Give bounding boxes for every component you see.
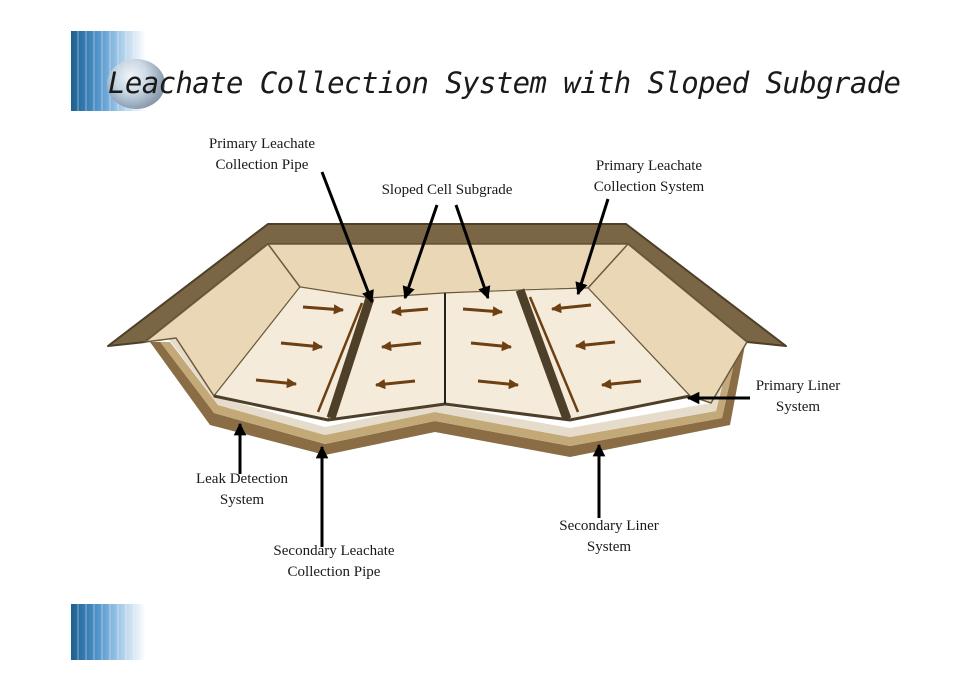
label-primary-leachate-system: Primary Leachate Collection System — [594, 156, 704, 198]
soil-layer-bottom — [150, 342, 745, 457]
label-line: Sloped Cell Subgrade — [381, 182, 513, 198]
label-line: System — [775, 399, 821, 415]
left-trench-wall — [326, 296, 375, 420]
flow-arrow — [462, 306, 504, 317]
pointer-subgrade-left — [402, 204, 439, 300]
flow-arrow — [255, 378, 298, 389]
flow-arrow — [374, 378, 416, 390]
pointer-subgrade-right — [454, 204, 491, 300]
label-sloped-cell-subgrade: Sloped Cell Subgrade — [382, 180, 513, 201]
label-line: Secondary Leachate — [273, 543, 395, 559]
label-line: Collection System — [593, 179, 705, 195]
label-secondary-liner-system: Secondary Liner System — [559, 516, 659, 558]
label-primary-liner-system: Primary Liner System — [756, 376, 841, 418]
right-trench-wall — [515, 288, 572, 421]
label-line: Leak Detection — [195, 471, 289, 487]
label-line: Collection Pipe — [215, 157, 309, 173]
flow-arrow — [477, 379, 520, 390]
label-line: Collection Pipe — [287, 564, 381, 580]
wall-edge-left — [267, 243, 301, 288]
slide-title: Leachate Collection System with Sloped S… — [108, 66, 901, 100]
footer-decoration-bar — [71, 604, 146, 660]
primary-pipe-right — [528, 296, 580, 413]
flow-arrow — [550, 302, 592, 314]
label-primary-leachate-pipe: Primary Leachate Collection Pipe — [209, 134, 315, 176]
flow-arrow — [380, 340, 422, 352]
label-leak-detection-system: Leak Detection System — [196, 469, 288, 511]
label-line: System — [219, 492, 265, 508]
flow-arrow — [390, 306, 429, 317]
wall-edge-right — [587, 243, 629, 289]
label-line: Secondary Liner — [559, 518, 659, 534]
pointer-primary-pipe — [320, 171, 374, 304]
label-line: Primary Leachate — [208, 136, 316, 152]
flow-arrow — [600, 378, 642, 390]
label-line: Primary Leachate — [595, 158, 703, 174]
flow-arrow — [470, 341, 513, 352]
flow-arrow — [574, 339, 616, 351]
flow-arrow — [302, 304, 345, 315]
pointer-primary-system — [575, 198, 610, 296]
primary-pipe-left — [316, 302, 364, 413]
globe-logo — [107, 59, 165, 109]
label-line: System — [586, 539, 632, 555]
label-secondary-leachate-pipe: Secondary Leachate Collection Pipe — [273, 541, 394, 583]
flow-arrow — [280, 341, 324, 352]
label-line: Primary Liner — [755, 378, 841, 394]
